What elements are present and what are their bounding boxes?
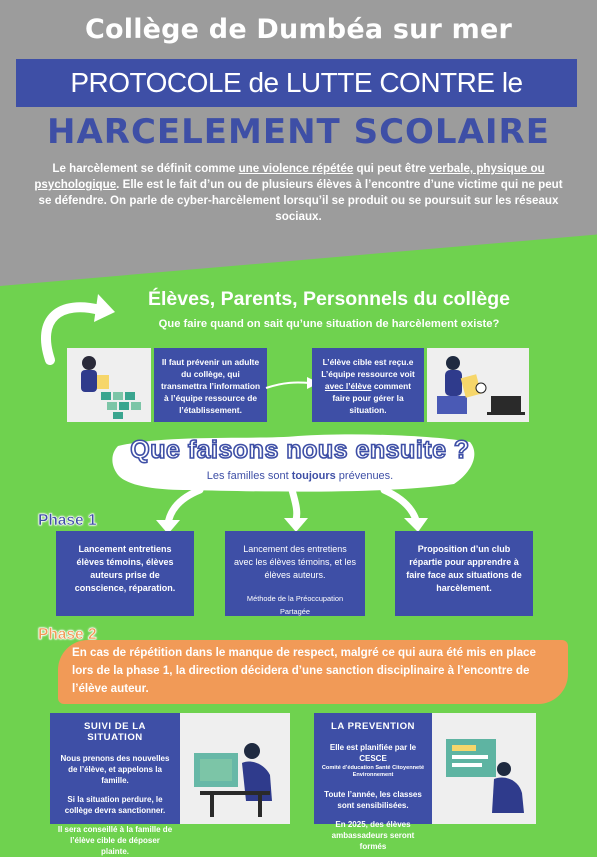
page-title: HARCELEMENT SCOLAIRE	[47, 112, 550, 152]
phase2-box: En cas de répétition dans le manque de r…	[58, 640, 568, 704]
illustration-step1	[67, 348, 151, 422]
curved-arrow-icon	[41, 294, 115, 365]
step1-card: Il faut prévenir un adulte du collège, q…	[154, 348, 267, 422]
protocol-banner: PROTOCOLE de LUTTE CONTRE le	[16, 59, 577, 107]
school-name: Collège de Dumbéa sur mer	[84, 14, 513, 45]
branch-arrows-icon	[156, 486, 428, 534]
illustration-prevention	[432, 713, 536, 824]
next-title: Que faisons nous ensuite ?	[129, 435, 470, 465]
audience-question: Que faire quand on sait qu’une situation…	[158, 318, 500, 330]
illustration-step2	[427, 348, 529, 422]
definition-text: Le harcèlement se définit comme une viol…	[34, 162, 563, 223]
prevention-card: LA PREVENTION Elle est planifiée par le …	[314, 713, 432, 851]
families-informed: Les familles sont toujours prévenues.	[206, 470, 394, 482]
illustration-follow-up	[180, 713, 290, 824]
header-band	[0, 0, 597, 286]
phase1-card-interviews: Lancement entretiens élèves témoins, élè…	[56, 531, 194, 616]
audience-title: Élèves, Parents, Personnels du collège	[148, 288, 510, 310]
phase1-card-club: Proposition d’un club répartie pour appr…	[395, 531, 533, 616]
phase2-label: Phase 2	[38, 626, 97, 644]
step2-card: L’élève cible est reçu.e L’équipe ressou…	[312, 348, 424, 422]
phase1-card-shared-concern: Lancement des entretiens avec les élèves…	[225, 531, 365, 616]
phase1-label: Phase 1	[38, 512, 97, 530]
next-blob-shape	[112, 434, 475, 492]
follow-up-card: SUIVI DE LA SITUATION Nous prenons des n…	[50, 713, 180, 856]
